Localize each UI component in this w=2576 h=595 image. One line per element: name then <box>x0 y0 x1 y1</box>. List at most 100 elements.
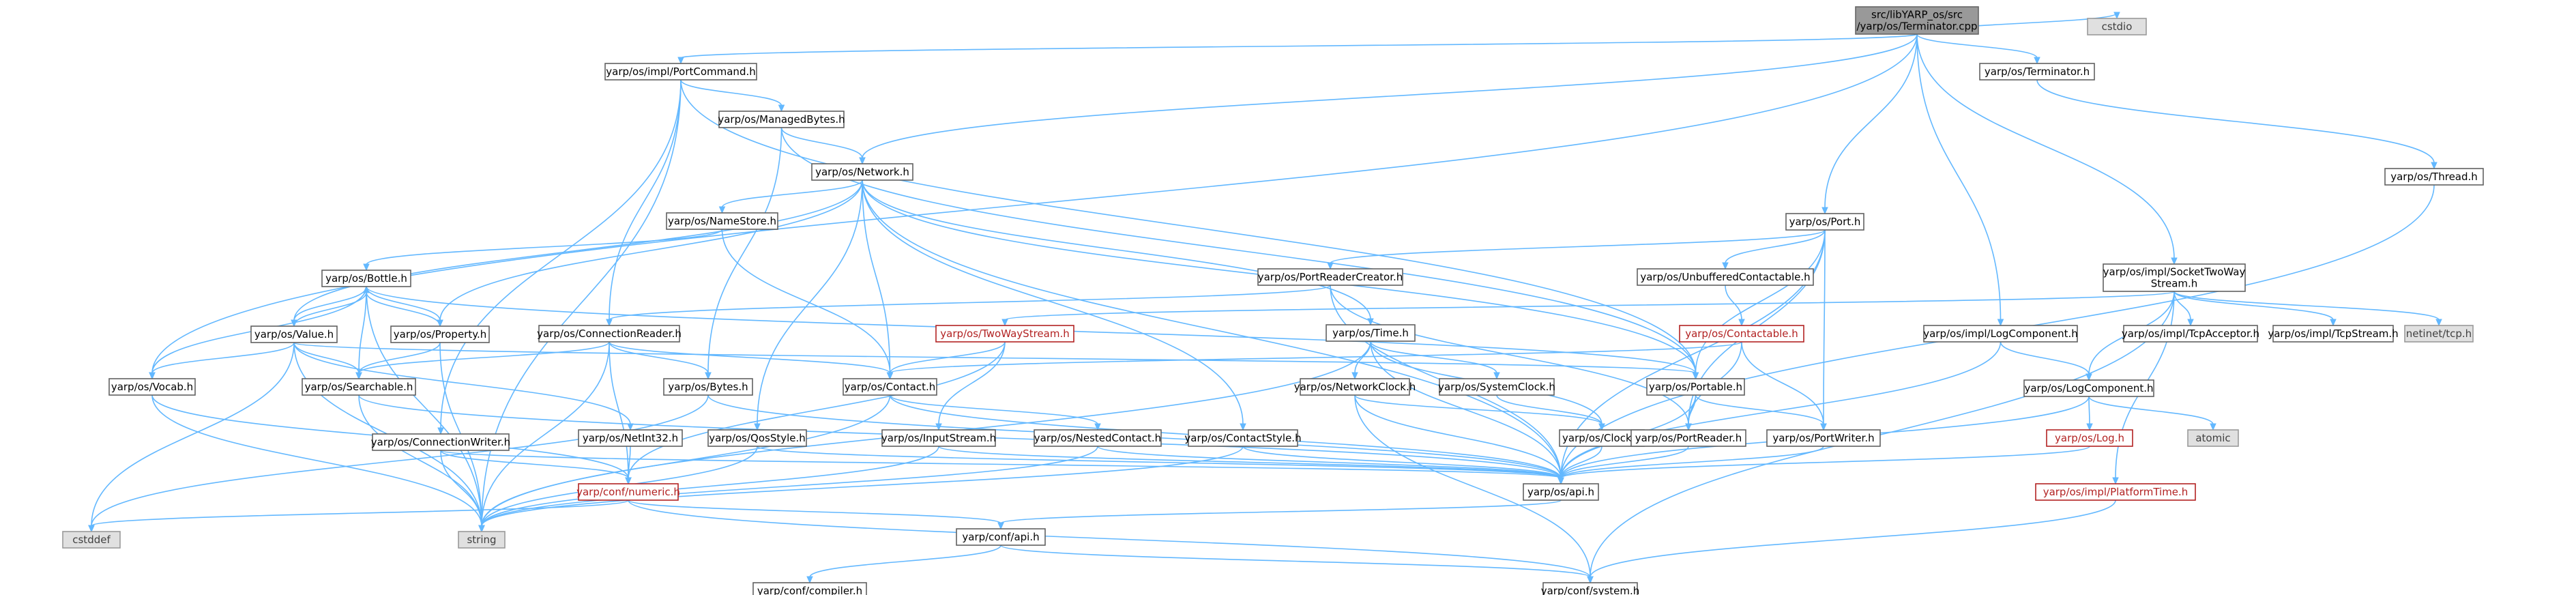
node-root[interactable]: src/libYARP_os/src/yarp/os/Terminator.cp… <box>1855 6 1979 35</box>
edge-value-to-portable <box>293 342 1699 380</box>
node-label: src/libYARP_os/src <box>1871 9 1963 22</box>
node-property[interactable]: yarp/os/Property.h <box>390 325 490 343</box>
node-clock[interactable]: yarp/os/Clock.h <box>1559 429 1645 447</box>
node-portreadercreator[interactable]: yarp/os/PortReaderCreator.h <box>1257 268 1403 286</box>
node-atomic[interactable]: atomic <box>2187 429 2239 447</box>
node-api[interactable]: yarp/os/api.h <box>1523 483 1599 501</box>
node-netint32[interactable]: yarp/os/NetInt32.h <box>578 429 683 447</box>
edge-numeric-to-cstddef <box>88 499 629 533</box>
edge-socketstream-to-netinettcp <box>2174 291 2442 327</box>
edge-network-to-property <box>437 179 863 328</box>
edge-implogcomponent-to-logcomponent <box>2000 341 2092 381</box>
edge-managedbytes-to-bytes <box>705 127 782 380</box>
node-thread[interactable]: yarp/os/Thread.h <box>2384 168 2484 186</box>
node-namestore[interactable]: yarp/os/NameStore.h <box>666 212 778 230</box>
node-vocab[interactable]: yarp/os/Vocab.h <box>108 378 196 396</box>
node-port[interactable]: yarp/os/Port.h <box>1785 213 1864 231</box>
edge-portreadercreator-to-connectionreader <box>606 285 1331 327</box>
edge-time-to-networkclock <box>1351 340 1371 380</box>
node-label: yarp/os/ConnectionReader.h <box>537 328 682 340</box>
node-system[interactable]: yarp/conf/system.h <box>1541 582 1640 595</box>
node-label: yarp/os/Vocab.h <box>111 381 193 393</box>
edge-contactable-to-contact <box>886 341 1742 380</box>
node-compiler[interactable]: yarp/conf/compiler.h <box>752 582 867 595</box>
node-label: yarp/os/TwoWayStream.h <box>940 328 1069 340</box>
edge-portwriter-to-api <box>1557 446 1824 485</box>
node-searchable[interactable]: yarp/os/Searchable.h <box>302 378 416 396</box>
edge-logcomponent-to-atomic <box>2088 396 2216 431</box>
edge-root-to-portcommand <box>677 33 1918 65</box>
edge-property-to-bottle <box>363 285 441 327</box>
node-portcommand[interactable]: yarp/os/impl/PortCommand.h <box>604 63 757 81</box>
node-nestedcontact[interactable]: yarp/os/NestedContact.h <box>1034 429 1162 447</box>
node-portreader[interactable]: yarp/os/PortReader.h <box>1630 429 1746 447</box>
edge-contactable-to-portwriter <box>1741 341 1827 431</box>
node-label: yarp/os/NestedContact.h <box>1034 432 1161 444</box>
node-label: yarp/os/Bottle.h <box>325 272 407 285</box>
edge-clock-to-api <box>1557 446 1602 485</box>
node-portable[interactable]: yarp/os/Portable.h <box>1646 378 1745 396</box>
node-network[interactable]: yarp/os/Network.h <box>811 163 913 181</box>
node-label: yarp/conf/compiler.h <box>757 585 862 595</box>
node-portwriter[interactable]: yarp/os/PortWriter.h <box>1766 429 1881 447</box>
node-label: yarp/os/Terminator.h <box>1985 66 2090 78</box>
node-twowaystream[interactable]: yarp/os/TwoWayStream.h <box>935 325 1074 343</box>
node-connectionwriter[interactable]: yarp/os/ConnectionWriter.h <box>371 433 510 451</box>
node-tcpstream[interactable]: yarp/os/impl/TcpStream.h <box>2268 325 2399 343</box>
edge-socketstream-to-twowaystream <box>1001 291 2175 327</box>
edge-numeric-to-system <box>628 499 1594 584</box>
edge-twowaystream-to-numeric <box>625 341 1006 485</box>
node-contact[interactable]: yarp/os/Contact.h <box>843 378 937 396</box>
node-cstddef[interactable]: cstddef <box>62 531 121 549</box>
node-label: yarp/os/Log.h <box>2055 432 2124 444</box>
edge-network-to-contactstyle <box>862 179 1246 431</box>
edge-network-to-namestore <box>718 179 863 214</box>
node-contactstyle[interactable]: yarp/os/ContactStyle.h <box>1184 429 1302 447</box>
edge-port-to-unbufferedcontactable <box>1722 229 1826 270</box>
node-unbufferedcontactable[interactable]: yarp/os/UnbufferedContactable.h <box>1637 268 1814 286</box>
edge-root-to-terminator <box>1916 33 2040 65</box>
node-inputstream[interactable]: yarp/os/InputStream.h <box>881 429 996 447</box>
node-label: yarp/os/QosStyle.h <box>709 432 806 444</box>
node-platformtime[interactable]: yarp/os/impl/PlatformTime.h <box>2035 483 2196 501</box>
node-time[interactable]: yarp/os/Time.h <box>1326 324 1416 342</box>
node-label: yarp/os/ManagedBytes.h <box>718 113 845 126</box>
node-systemclock[interactable]: yarp/os/SystemClock.h <box>1438 378 1555 396</box>
node-label: yarp/os/Value.h <box>254 328 334 340</box>
node-label: yarp/os/impl/SocketTwoWay <box>2103 266 2246 278</box>
node-bottle[interactable]: yarp/os/Bottle.h <box>321 270 411 287</box>
node-implogcomponent[interactable]: yarp/os/impl/LogComponent.h <box>1923 325 2078 343</box>
node-label: yarp/os/SystemClock.h <box>1438 381 1555 393</box>
node-string[interactable]: string <box>458 531 506 549</box>
node-cstdio[interactable]: cstdio <box>2087 18 2147 35</box>
node-label: yarp/os/impl/TcpAcceptor.h <box>2122 328 2259 340</box>
node-value[interactable]: yarp/os/Value.h <box>250 325 338 343</box>
node-managedbytes[interactable]: yarp/os/ManagedBytes.h <box>718 111 845 128</box>
node-bytes[interactable]: yarp/os/Bytes.h <box>663 378 753 396</box>
node-confapi[interactable]: yarp/conf/api.h <box>956 528 1046 546</box>
node-qosstyle[interactable]: yarp/os/QosStyle.h <box>707 429 807 447</box>
node-terminator[interactable]: yarp/os/Terminator.h <box>1979 63 2095 81</box>
node-label: yarp/os/Property.h <box>394 328 486 340</box>
node-label: yarp/os/Searchable.h <box>305 381 413 393</box>
node-numeric[interactable]: yarp/conf/numeric.h <box>576 483 680 501</box>
node-label: yarp/os/Time.h <box>1332 327 1409 339</box>
edge-netint32-to-numeric <box>625 446 632 485</box>
node-netinettcp[interactable]: netinet/tcp.h <box>2404 325 2474 343</box>
node-label: yarp/os/Clock.h <box>1562 432 1641 444</box>
node-label: yarp/os/Thread.h <box>2390 171 2478 183</box>
node-logcomponent[interactable]: yarp/os/LogComponent.h <box>2023 379 2154 397</box>
node-networkclock[interactable]: yarp/os/NetworkClock.h <box>1294 378 1416 396</box>
edge-connectionreader-to-searchable <box>355 341 610 380</box>
edge-inputstream-to-string <box>478 446 939 533</box>
node-log[interactable]: yarp/os/Log.h <box>2046 429 2133 447</box>
edge-logcomponent-to-log <box>2086 396 2093 431</box>
node-contactable[interactable]: yarp/os/Contactable.h <box>1679 325 1804 343</box>
node-connectionreader[interactable]: yarp/os/ConnectionReader.h <box>537 325 682 343</box>
node-tcpacceptor[interactable]: yarp/os/impl/TcpAcceptor.h <box>2122 325 2259 343</box>
node-label: cstddef <box>72 534 111 546</box>
edge-confapi-to-compiler <box>806 545 1001 584</box>
edge-portcommand-to-connectionwriter <box>437 79 682 435</box>
